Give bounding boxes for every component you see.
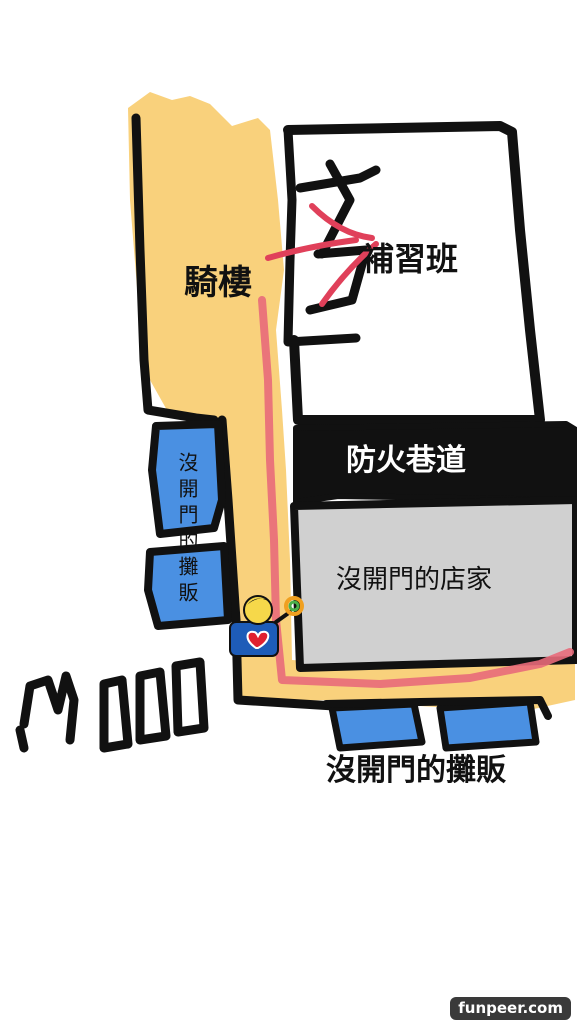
arcade-left-border (131, 113, 219, 425)
side-stall-lower (144, 542, 232, 630)
cram-school-left-wall (283, 125, 361, 347)
label-closed-stalls-side: 沒開門的攤販 (175, 452, 199, 608)
label-fire-lane: 防火巷道 (346, 443, 466, 478)
scooter-scribbles (15, 657, 209, 753)
bottom-border-line (322, 696, 552, 720)
cross-mark-icon (265, 203, 379, 307)
cram-school-building (283, 121, 545, 425)
label-arcade: 騎樓 (184, 263, 252, 303)
arcade-column-line (217, 415, 339, 711)
door-glyph (295, 159, 381, 315)
label-closed-stalls-bottom: 沒開門的攤販 (326, 753, 507, 788)
label-cram-school: 補習班 (362, 240, 458, 278)
arcade-area (128, 92, 575, 712)
side-stall-upper (148, 420, 226, 538)
label-closed-shop: 沒開門的店家 (336, 565, 492, 595)
bottom-stall-right (436, 698, 540, 752)
watermark: funpeer.com (450, 997, 571, 1020)
person-heart-icon (229, 595, 304, 657)
bottom-stall-left (328, 700, 426, 752)
